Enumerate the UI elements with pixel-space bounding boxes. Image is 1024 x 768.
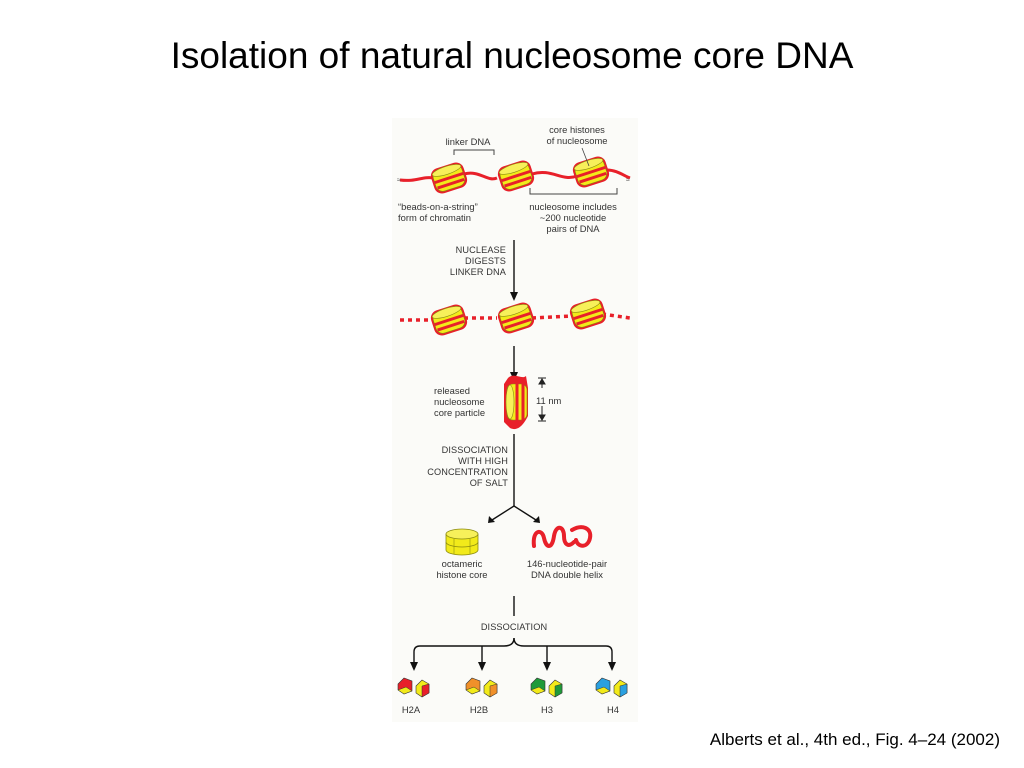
figure-artwork: ≈ ≈ <box>397 147 631 698</box>
core-histone-pointer <box>581 147 590 167</box>
nucleosome-bracket <box>529 188 618 195</box>
histone-label-h3: H3 <box>541 704 553 715</box>
octamer-label-2: histone core <box>436 569 488 580</box>
label-linker-dna: linker DNA <box>445 136 491 147</box>
dna-end-left-icon: ≈ <box>397 177 401 184</box>
citation: Alberts et al., 4th ed., Fig. 4–24 (2002… <box>709 730 1000 749</box>
step1-line1: NUCLEASE <box>455 245 506 255</box>
histone-h2b-icon <box>465 677 498 698</box>
dna-label-1: 146-nucleotide-pair <box>526 558 608 569</box>
label-nucleosome-1: nucleosome includes <box>529 201 617 212</box>
nucleosome-bead <box>430 162 468 194</box>
core-particle-line2: nucleosome <box>434 396 485 407</box>
dna-label-2: DNA double helix <box>531 569 603 580</box>
nucleosome-bead <box>572 156 610 188</box>
dna-end-right-icon: ≈ <box>626 177 630 184</box>
linker-bracket <box>453 149 495 155</box>
fork-left-head <box>488 516 495 523</box>
dimension-11nm <box>538 377 546 422</box>
histone-h2a-icon <box>397 677 430 698</box>
label-beads-2: form of chromatin <box>398 212 471 223</box>
octamer-label-1: octameric <box>441 558 483 569</box>
octameric-histone-core-graphic <box>445 528 479 556</box>
histone-label-h4: H4 <box>607 704 619 715</box>
nucleosome-bead <box>569 298 607 330</box>
nucleosome-bead <box>430 304 468 336</box>
label-core-histones-2: of nucleosome <box>546 135 608 146</box>
nucleosome-row-1 <box>430 156 610 194</box>
four-way-arrows <box>413 637 613 666</box>
label-core-histones-1: core histones <box>549 124 605 135</box>
linker-dna <box>399 168 631 182</box>
histone-blocks <box>397 677 628 698</box>
step2-line2: WITH HIGH <box>458 456 508 466</box>
step1-line2: DIGESTS <box>464 256 506 266</box>
core-particle-line1: released <box>434 385 470 396</box>
step3-label: DISSOCIATION <box>480 622 548 632</box>
arrow-1-head <box>510 292 518 301</box>
label-beads-1: “beads-on-a-string” <box>398 201 478 212</box>
nucleosome-figure: ≈ ≈ <box>392 118 638 722</box>
histone-label-h2a: H2A <box>401 704 421 715</box>
nucleosome-row-2 <box>430 298 607 336</box>
four-way-arrowheads <box>410 662 616 671</box>
histone-h4-icon <box>595 677 628 698</box>
digested-dna <box>400 312 631 322</box>
core-particle-size: 11 nm <box>536 395 562 406</box>
step2-line4: OF SALT <box>469 478 508 488</box>
label-nucleosome-2: ~200 nucleotide <box>539 212 607 223</box>
fork-right-head <box>533 516 540 523</box>
fork-arrows <box>491 505 537 521</box>
nucleosome-bead <box>497 160 535 192</box>
nucleosome-bead <box>497 302 535 334</box>
step2-line1: DISSOCIATION <box>441 445 508 455</box>
core-particle-line3: core particle <box>434 407 486 418</box>
core-particle-graphic <box>504 375 528 430</box>
label-nucleosome-3: pairs of DNA <box>546 223 600 234</box>
step2-line3: CONCENTRATION <box>427 467 508 477</box>
slide-title: Isolation of natural nucleosome core DNA <box>170 35 854 76</box>
free-dna-helix-graphic <box>531 525 593 548</box>
histone-label-h2b: H2B <box>469 704 489 715</box>
histone-h3-icon <box>530 677 563 698</box>
step1-line3: LINKER DNA <box>449 267 506 277</box>
chromatin-string: ≈ ≈ <box>397 168 631 184</box>
